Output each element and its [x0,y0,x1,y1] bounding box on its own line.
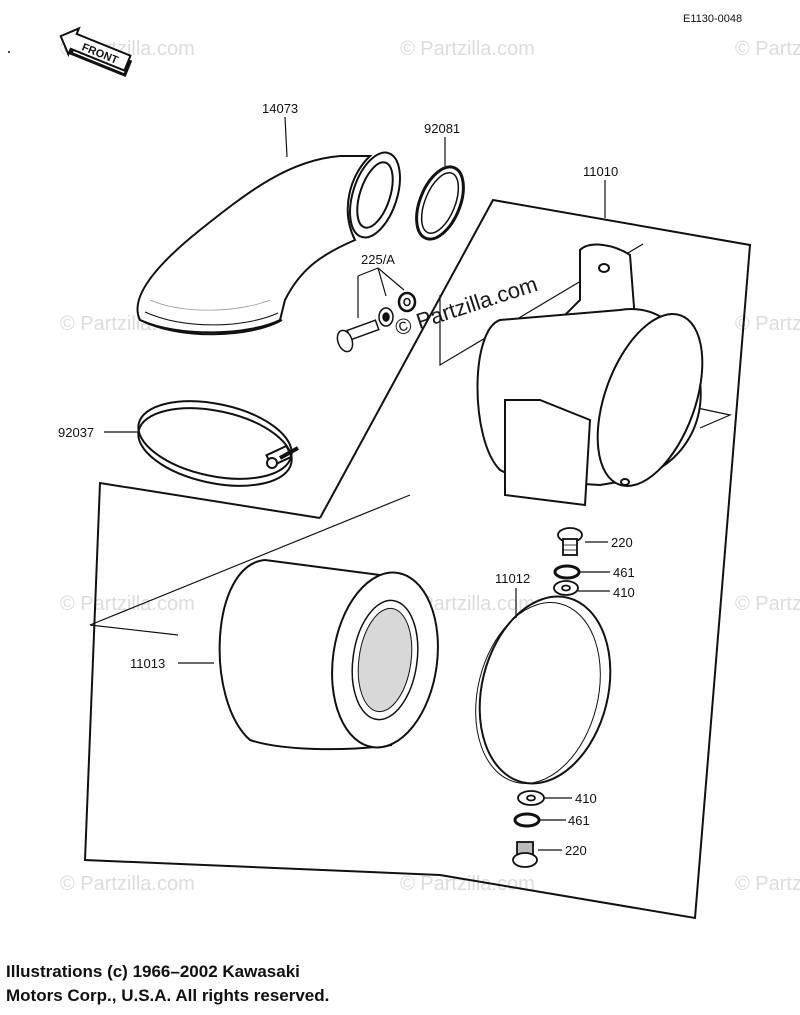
callout-92037: 92037 [58,425,94,440]
speck [8,51,10,53]
bolt-set-part [336,291,417,353]
callout-461-upper: 461 [613,565,635,580]
callout-410-lower: 410 [575,791,597,806]
cover-part [475,595,612,785]
watermark: © Partzilla.com [60,873,195,895]
clamp-part [137,400,299,487]
bolt-set-leaders [357,267,405,318]
watermark-layer: © Partzilla.com © Partzilla.com © Partzi… [60,38,800,895]
watermark: © Partzilla.com [400,873,535,895]
callout-410-upper: 410 [613,585,635,600]
hardware-lower [512,790,545,868]
copyright-line-2: Motors Corp., U.S.A. All rights reserved… [6,986,330,1005]
watermark: © Partzilla.com [735,593,800,615]
callout-220-lower: 220 [565,843,587,858]
watermark: © Partzilla.com [400,593,535,615]
watermark: © Partzilla.com [735,313,800,335]
hardware-upper [553,527,583,596]
o-ring-part [415,165,465,241]
assembly-frame-lower [83,481,441,876]
callout-11012: 11012 [495,571,530,586]
callout-220-upper: 220 [611,535,633,550]
air-filter-element-part [218,559,439,751]
duct-part [136,151,401,336]
callout-11013: 11013 [130,656,165,671]
watermark: © Partzilla.com [60,593,195,615]
callout-11010: 11010 [583,164,618,179]
callout-14073: 14073 [262,101,298,116]
copyright-line-1: Illustrations (c) 1966–2002 Kawasaki [6,962,300,981]
assembly-frame-upper [319,198,752,920]
copyright-notice: Illustrations (c) 1966–2002 Kawasaki Mot… [6,960,566,1008]
watermark: © Partzilla.com [735,873,800,895]
air-cleaner-case-part [476,243,704,507]
callout-92081: 92081 [424,121,460,136]
callout-461-lower: 461 [568,813,590,828]
watermark: © Partzilla.com [735,38,800,60]
reference-code: E1130-0048 [683,13,742,25]
callout-225a: 225/A [361,252,395,267]
leader-lines [89,243,732,636]
watermark: © Partzilla.com [400,38,535,60]
callout-leaders [104,116,610,851]
